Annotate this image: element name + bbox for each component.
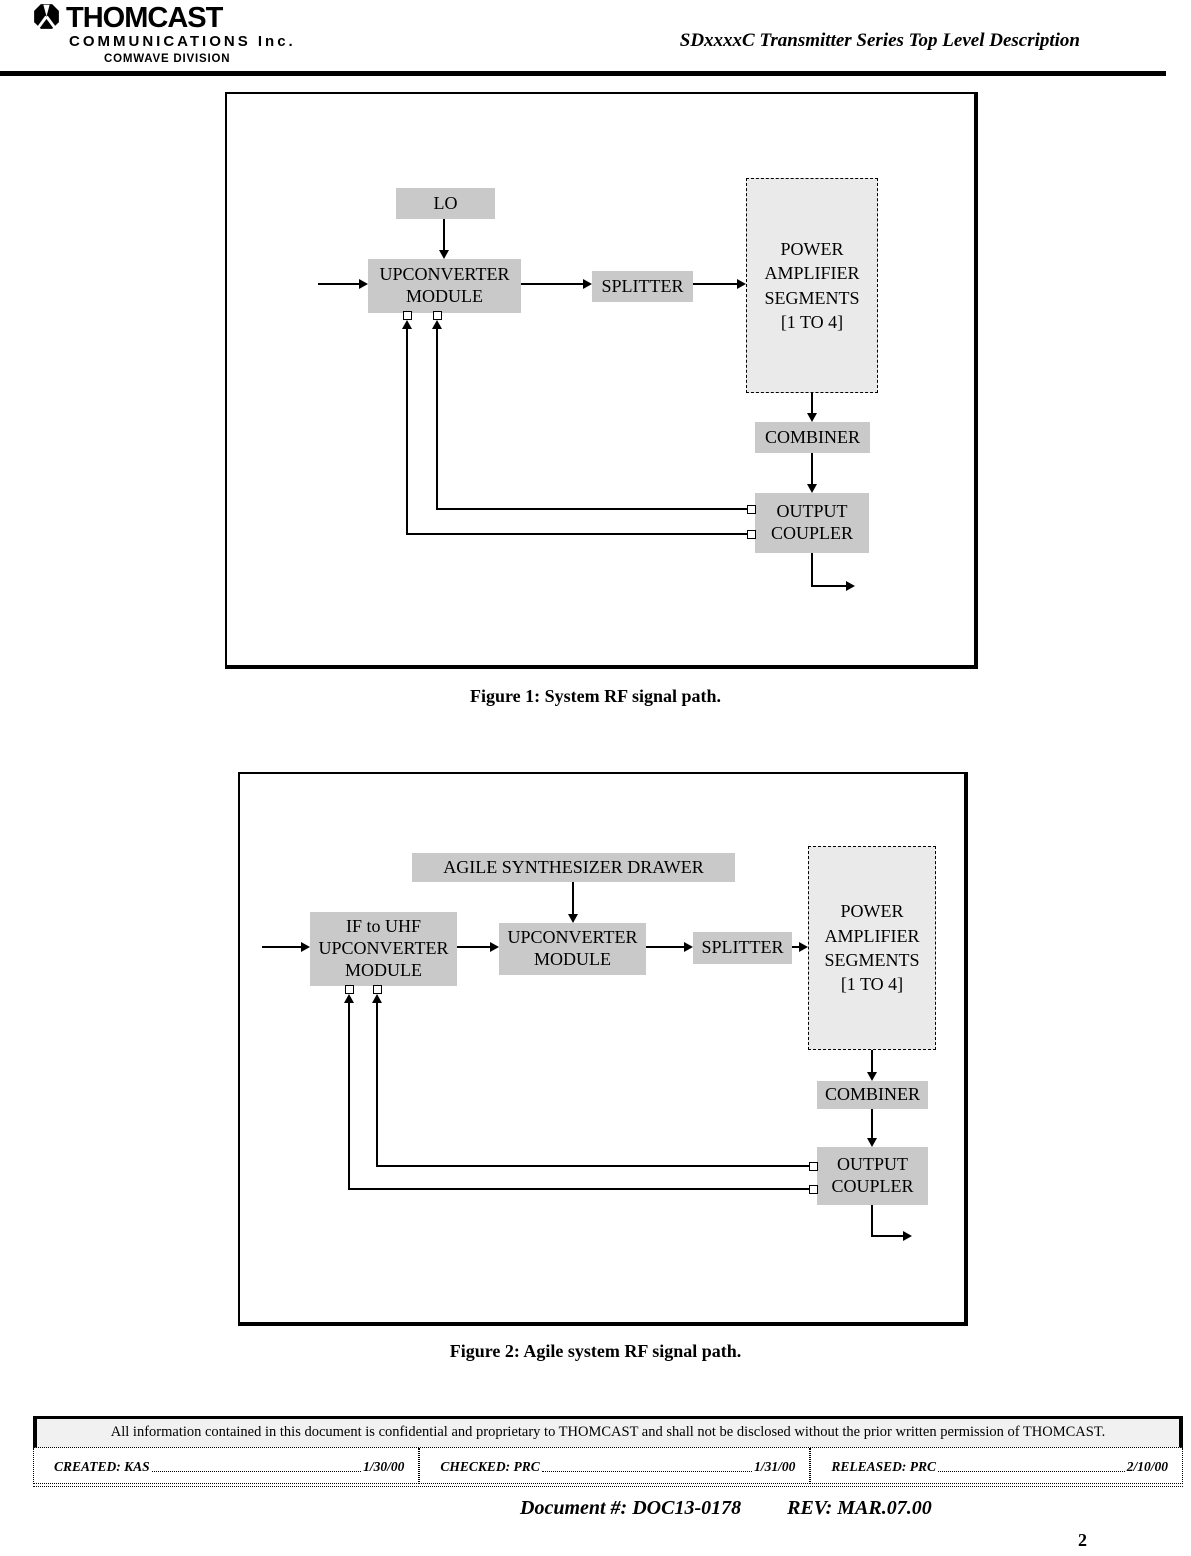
connection-port	[403, 311, 412, 320]
connector-line	[376, 1165, 809, 1167]
document-title: SDxxxxC Transmitter Series Top Level Des…	[679, 30, 1080, 51]
figure2-splitter-box: SPLITTER	[693, 932, 792, 964]
brand-division: COMWAVE DIVISION	[104, 53, 231, 65]
connector-line	[318, 283, 359, 285]
connector-line	[871, 1235, 903, 1237]
connector-line	[406, 533, 747, 535]
arrowhead	[568, 914, 578, 923]
figure2-agile-synthesizer-box: AGILE SYNTHESIZER DRAWER	[412, 853, 735, 882]
connection-port	[747, 505, 756, 514]
figure2-combiner-box: COMBINER	[817, 1081, 928, 1109]
checked-label: CHECKED: PRC	[440, 1459, 540, 1474]
created-cell: CREATED: KAS 1/30/00	[33, 1448, 420, 1484]
connection-port	[809, 1162, 818, 1171]
connection-port	[433, 311, 442, 320]
figure1-upconverter-box: UPCONVERTER MODULE	[368, 259, 521, 313]
document-id-line: Document #: DOC13-0178 REV: MAR.07.00	[520, 1497, 932, 1520]
connector-line	[792, 946, 799, 948]
connector-line	[811, 453, 813, 484]
connector-line	[406, 329, 408, 535]
confidentiality-notice: All information contained in this docume…	[33, 1416, 1183, 1448]
arrowhead	[372, 994, 382, 1003]
figure1-combiner-box: COMBINER	[755, 422, 870, 453]
arrowhead	[402, 320, 412, 329]
figure1-power-amplifier-box: POWER AMPLIFIER SEGMENTS [1 TO 4]	[746, 178, 878, 393]
figure1-frame: LO UPCONVERTER MODULE SPLITTER POWER AMP…	[225, 92, 978, 669]
arrowhead	[439, 250, 449, 259]
created-label: CREATED: KAS	[54, 1459, 150, 1474]
figure2-output-coupler-box: OUTPUT COUPLER	[817, 1147, 928, 1205]
figure2-if-to-uhf-box: IF to UHF UPCONVERTER MODULE	[310, 912, 457, 986]
figure2-upconverter-box: UPCONVERTER MODULE	[499, 923, 646, 975]
revision: REV: MAR.07.00	[787, 1497, 932, 1519]
arrowhead	[684, 942, 693, 952]
figure1-caption: Figure 1: System RF signal path.	[469, 686, 721, 706]
dot-leader	[151, 1471, 362, 1472]
signature-row: CREATED: KAS 1/30/00 CHECKED: PRC 1/31/0…	[33, 1448, 1183, 1484]
arrowhead	[799, 942, 808, 952]
created-date: 1/30/00	[363, 1459, 405, 1474]
connection-port	[747, 530, 756, 539]
arrowhead	[846, 581, 855, 591]
brand-name: THOMCAST	[66, 2, 223, 34]
connector-line	[871, 1109, 873, 1138]
connection-port	[809, 1185, 818, 1194]
connector-line	[871, 1205, 873, 1237]
connector-line	[436, 329, 438, 510]
arrowhead	[490, 942, 499, 952]
brand-subtitle: COMMUNICATIONS Inc.	[69, 33, 296, 50]
thomcast-logo-icon	[33, 3, 60, 30]
footer-block: All information contained in this docume…	[33, 1416, 1183, 1487]
connector-line	[348, 1003, 350, 1190]
arrowhead	[867, 1072, 877, 1081]
figure2-frame: AGILE SYNTHESIZER DRAWER IF to UHF UPCON…	[238, 772, 968, 1326]
connector-line	[436, 508, 747, 510]
arrowhead	[432, 320, 442, 329]
figure2-caption: Figure 2: Agile system RF signal path.	[449, 1341, 742, 1361]
arrowhead	[583, 279, 592, 289]
arrowhead	[807, 484, 817, 493]
connector-line	[572, 882, 574, 914]
dot-leader	[541, 1471, 753, 1472]
checked-cell: CHECKED: PRC 1/31/00	[419, 1448, 811, 1484]
arrowhead	[903, 1231, 912, 1241]
connector-line	[521, 283, 583, 285]
connector-line	[348, 1188, 809, 1190]
connection-port	[373, 985, 382, 994]
figure1-splitter-box: SPLITTER	[592, 271, 693, 302]
connector-line	[262, 946, 301, 948]
connector-line	[457, 946, 490, 948]
figure2-power-amplifier-box: POWER AMPLIFIER SEGMENTS [1 TO 4]	[808, 846, 936, 1050]
dot-leader	[938, 1471, 1125, 1472]
connector-line	[871, 1050, 873, 1072]
arrowhead	[737, 279, 746, 289]
connector-line	[811, 393, 813, 413]
figure1-lo-box: LO	[396, 188, 495, 219]
arrowhead	[344, 994, 354, 1003]
connector-line	[376, 1003, 378, 1167]
connector-line	[646, 946, 684, 948]
arrowhead	[301, 942, 310, 952]
connector-line	[811, 553, 813, 586]
released-date: 2/10/00	[1126, 1459, 1168, 1474]
document-number: Document #: DOC13-0178	[520, 1497, 742, 1519]
arrowhead	[359, 279, 368, 289]
released-cell: RELEASED: PRC 2/10/00	[810, 1448, 1183, 1484]
released-label: RELEASED: PRC	[831, 1459, 937, 1474]
page-number: 2	[1078, 1530, 1087, 1550]
connection-port	[345, 985, 354, 994]
connector-line	[443, 219, 445, 250]
arrowhead	[867, 1138, 877, 1147]
connector-line	[693, 283, 737, 285]
checked-date: 1/31/00	[754, 1459, 796, 1474]
arrowhead	[807, 413, 817, 422]
figure1-output-coupler-box: OUTPUT COUPLER	[755, 493, 869, 553]
header-rule	[0, 71, 1166, 76]
connector-line	[811, 585, 846, 587]
